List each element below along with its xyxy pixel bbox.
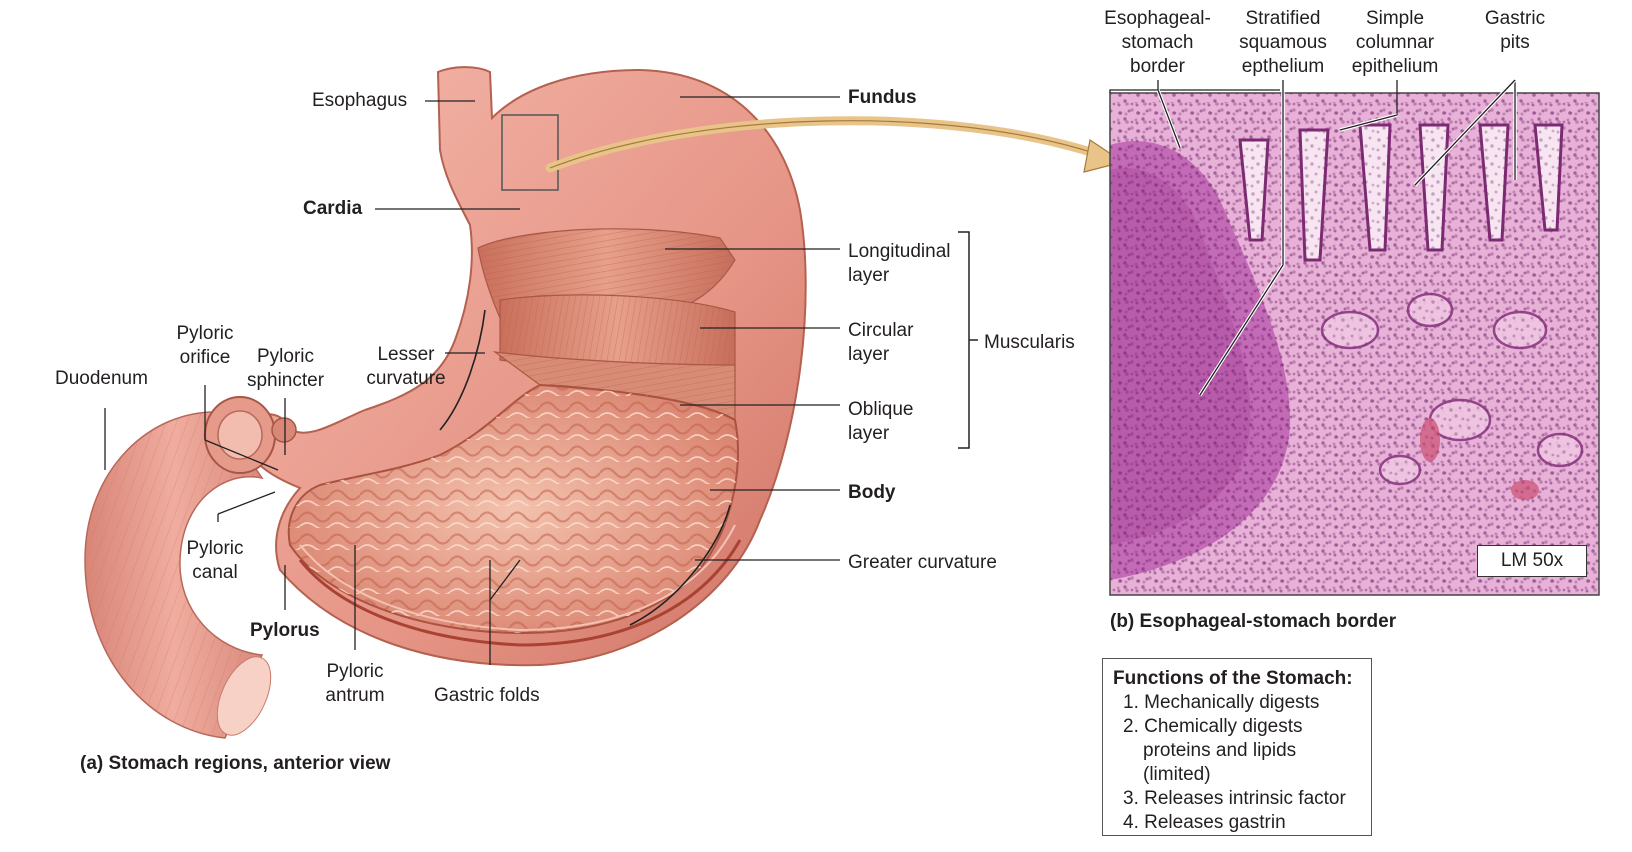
label-lesser-curvature: Lesser curvature: [361, 343, 451, 391]
leader-lines: [104, 96, 840, 665]
label-simple-line1: Simple: [1365, 8, 1425, 29]
label-greater-curvature: Greater curvature: [848, 552, 997, 573]
label-oblique-layer: Oblique layer: [848, 398, 914, 446]
label-circular-line2: layer: [848, 344, 890, 365]
histology-micrograph: [1110, 93, 1599, 595]
micro-leader-lines: [1109, 78, 1517, 396]
label-antrum-line1: Pyloric: [326, 661, 384, 682]
function-item: 4. Releases gastrin: [1123, 812, 1286, 833]
label-longitudinal-line1: Longitudinal: [848, 241, 951, 262]
label-oblique-line2: layer: [848, 423, 890, 444]
function-item: 1. Mechanically digests: [1123, 692, 1320, 713]
functions-box: Functions of the Stomach: 1. Mechanicall…: [1102, 658, 1372, 836]
label-cardia: Cardia: [303, 198, 363, 219]
label-esophagus: Esophagus: [312, 90, 408, 111]
muscularis-bracket: [958, 231, 978, 449]
label-lesser-line1: Lesser: [377, 344, 435, 365]
label-simple-line2: columnar: [1355, 32, 1435, 53]
label-gastric-pits: Gastric pits: [1475, 7, 1555, 55]
label-body: Body: [848, 482, 896, 503]
label-stratified-line1: Stratified: [1245, 8, 1321, 29]
label-longitudinal-line2: layer: [848, 265, 890, 286]
label-pyloric-antrum: Pyloric antrum: [310, 660, 400, 708]
label-sphincter-line1: Pyloric: [256, 346, 314, 367]
function-item: 2. Chemically digests: [1123, 716, 1303, 737]
label-esophageal-stomach-border: Esophageal- stomach border: [1095, 7, 1220, 79]
label-border-line2: stomach: [1121, 32, 1194, 53]
magnification-badge: LM 50x: [1477, 545, 1587, 577]
label-longitudinal-layer: Longitudinal layer: [848, 240, 950, 288]
label-pyloric-orifice: Pyloric orifice: [160, 322, 250, 370]
label-border-line3: border: [1130, 56, 1185, 77]
label-sphincter-line2: sphincter: [246, 370, 325, 391]
label-lesser-line2: curvature: [366, 368, 446, 389]
label-circular-line1: Circular: [848, 320, 914, 341]
functions-title: Functions of the Stomach:: [1113, 668, 1353, 689]
label-duodenum: Duodenum: [55, 368, 148, 389]
label-orifice-line2: orifice: [179, 347, 231, 368]
esophagus-inset-box: [501, 114, 559, 191]
label-muscularis: Muscularis: [984, 332, 1075, 353]
label-pylorus: Pylorus: [250, 620, 320, 641]
label-pits-line2: pits: [1500, 32, 1530, 53]
label-pyloric-sphincter: Pyloric sphincter: [238, 345, 333, 393]
label-pits-line1: Gastric: [1484, 8, 1546, 29]
label-simple-columnar: Simple columnar epithelium: [1340, 7, 1450, 79]
label-gastric-folds: Gastric folds: [434, 685, 540, 706]
label-pyloric-canal: Pyloric canal: [175, 537, 255, 585]
label-border-line1: Esophageal-: [1104, 8, 1211, 29]
caption-b: (b) Esophageal-stomach border: [1110, 611, 1397, 632]
caption-a: (a) Stomach regions, anterior view: [80, 753, 391, 774]
label-fundus: Fundus: [848, 87, 917, 108]
label-stratified-line2: squamous: [1239, 32, 1327, 53]
label-simple-line3: epithelium: [1351, 56, 1439, 77]
label-canal-line2: canal: [192, 562, 238, 583]
function-item: (limited): [1143, 764, 1211, 785]
label-circular-layer: Circular layer: [848, 319, 913, 367]
label-oblique-line1: Oblique: [848, 399, 914, 420]
function-item: 3. Releases intrinsic factor: [1123, 788, 1346, 809]
label-canal-line1: Pyloric: [186, 538, 244, 559]
function-item: proteins and lipids: [1143, 740, 1297, 761]
label-stratified-line3: epthelium: [1241, 56, 1325, 77]
label-stratified-squamous: Stratified squamous epthelium: [1228, 7, 1338, 79]
label-antrum-line2: antrum: [325, 685, 385, 706]
label-orifice-line1: Pyloric: [176, 323, 234, 344]
